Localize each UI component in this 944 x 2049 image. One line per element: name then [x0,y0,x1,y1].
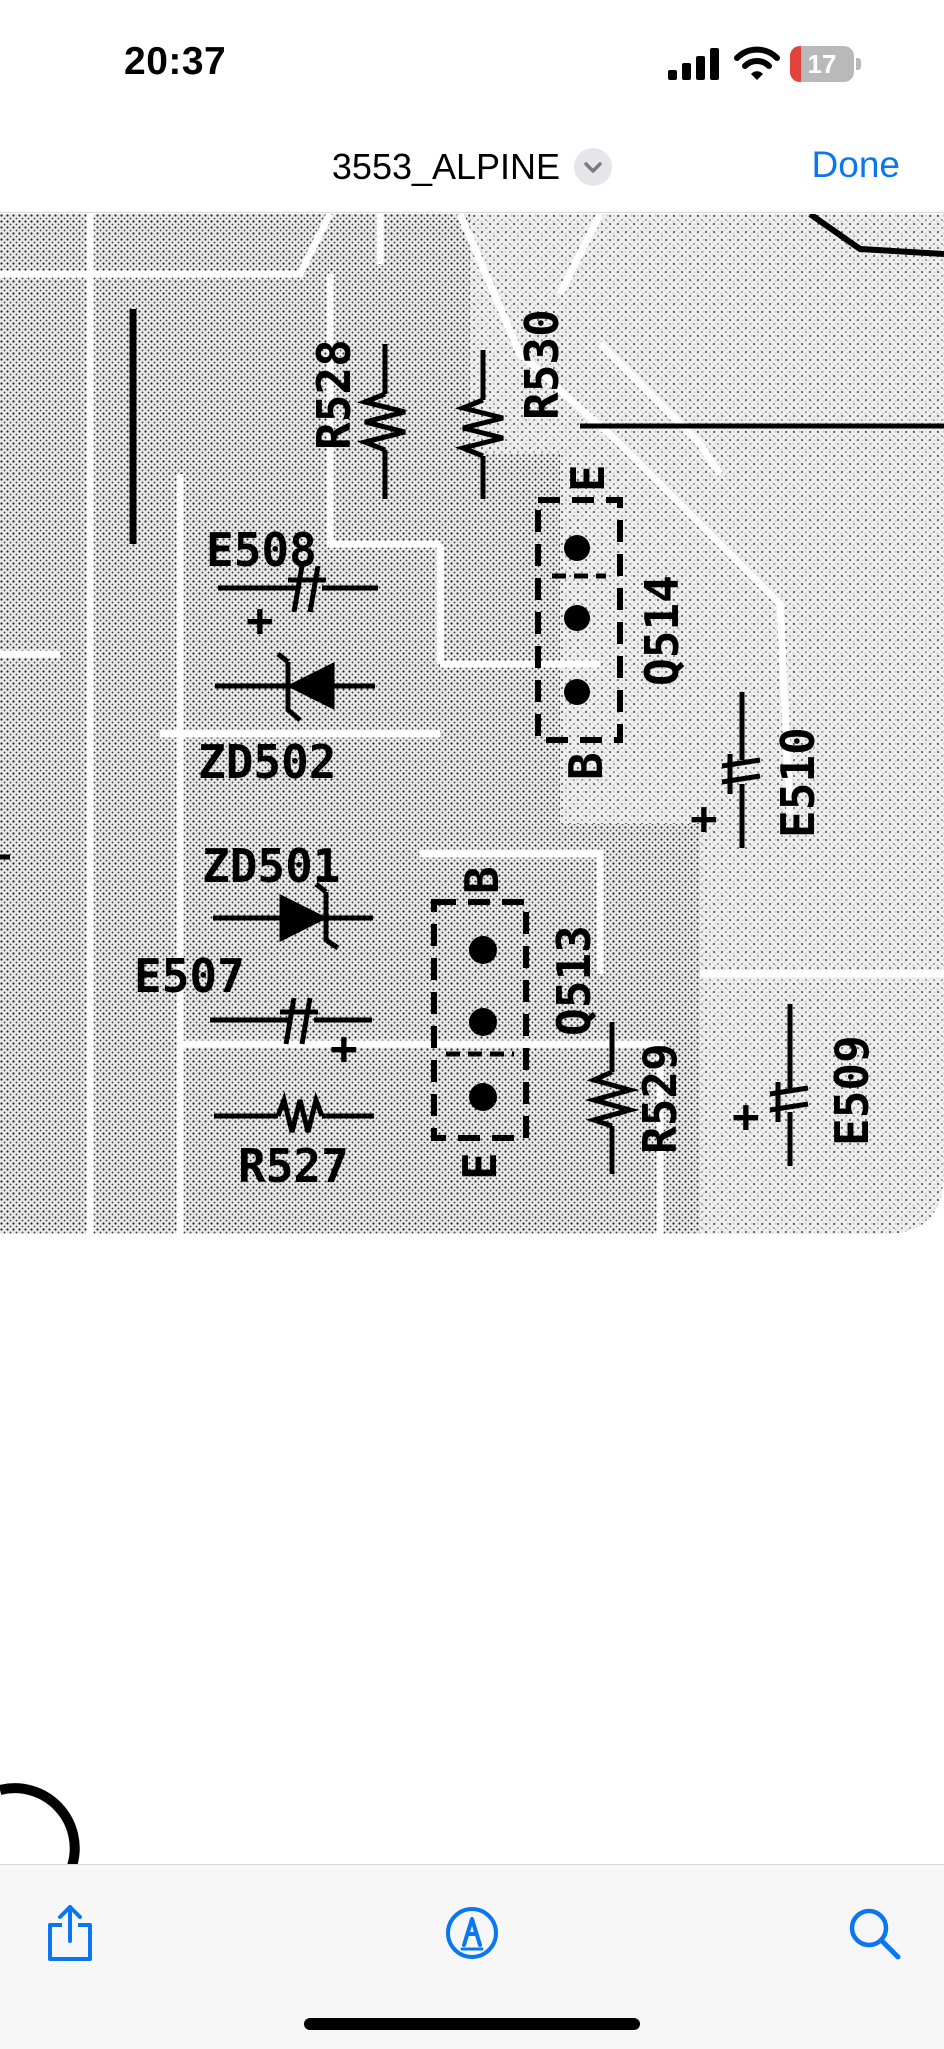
document-title[interactable]: 3553_ALPINE [331,146,561,187]
label-plus-e510: + [690,791,718,845]
wifi-icon [734,46,780,80]
chevron-down-icon[interactable] [574,148,613,186]
label-r527: R527 [238,1139,349,1193]
label-r529: R529 [633,1043,687,1154]
label-q513: Q513 [547,925,601,1036]
resistor-r529-symbol [584,1022,640,1174]
share-icon[interactable] [40,1903,100,1963]
status-bar: 20:37 17 [0,0,944,120]
zener-zd502-symbol [215,652,375,722]
label-q514-e: E [561,464,615,492]
transistor-q513-symbol [431,899,529,1141]
battery-level: 17 [807,49,837,79]
document-view[interactable]: R528 R530 E508 + ZD502 ZD501 E507 + R527… [0,214,944,1234]
label-zd502: ZD502 [198,735,336,789]
page-corner-arc [0,1783,80,1866]
title-menu[interactable]: 3553_ALPINE [0,146,944,188]
label-e507: E507 [134,949,245,1003]
status-time: 20:37 [124,40,227,83]
battery-fill [790,46,801,82]
label-plus-e508: + [246,593,274,647]
label-plus-e507: + [330,1021,358,1075]
markup-icon[interactable] [442,1903,502,1963]
label-e510: E510 [771,727,825,838]
navigation-bar: 3553_ALPINE Done [0,120,944,213]
transistor-q514-symbol [535,497,623,743]
schematic-image: R528 R530 E508 + ZD502 ZD501 E507 + R527… [0,214,944,1234]
search-icon[interactable] [844,1903,904,1963]
label-e508: E508 [206,523,317,577]
label-q513-b: B [455,866,509,894]
zener-zd501-symbol [213,882,373,951]
label-zd501: ZD501 [202,839,340,893]
capacitor-e510-symbol [721,692,761,848]
label-q514-b: B [559,752,613,780]
resistor-r528-symbol [356,344,406,499]
capacitor-e508-symbol [218,565,378,613]
battery-icon: 17 [790,46,862,82]
label-e509: E509 [825,1035,879,1146]
label-r528: R528 [307,339,361,450]
done-button[interactable]: Done [811,144,900,185]
label-plus-e509: + [732,1089,760,1143]
cellular-signal-icon [668,48,719,80]
label-q513-e: E [453,1152,507,1180]
capacitor-e509-symbol [769,1004,809,1166]
label-r530: R530 [515,309,569,420]
resistor-r530-symbol [454,350,504,499]
resistor-r527-symbol [214,1091,374,1133]
home-indicator[interactable] [304,2018,640,2030]
capacitor-e507-symbol [210,997,372,1045]
label-q514: Q514 [635,575,689,686]
